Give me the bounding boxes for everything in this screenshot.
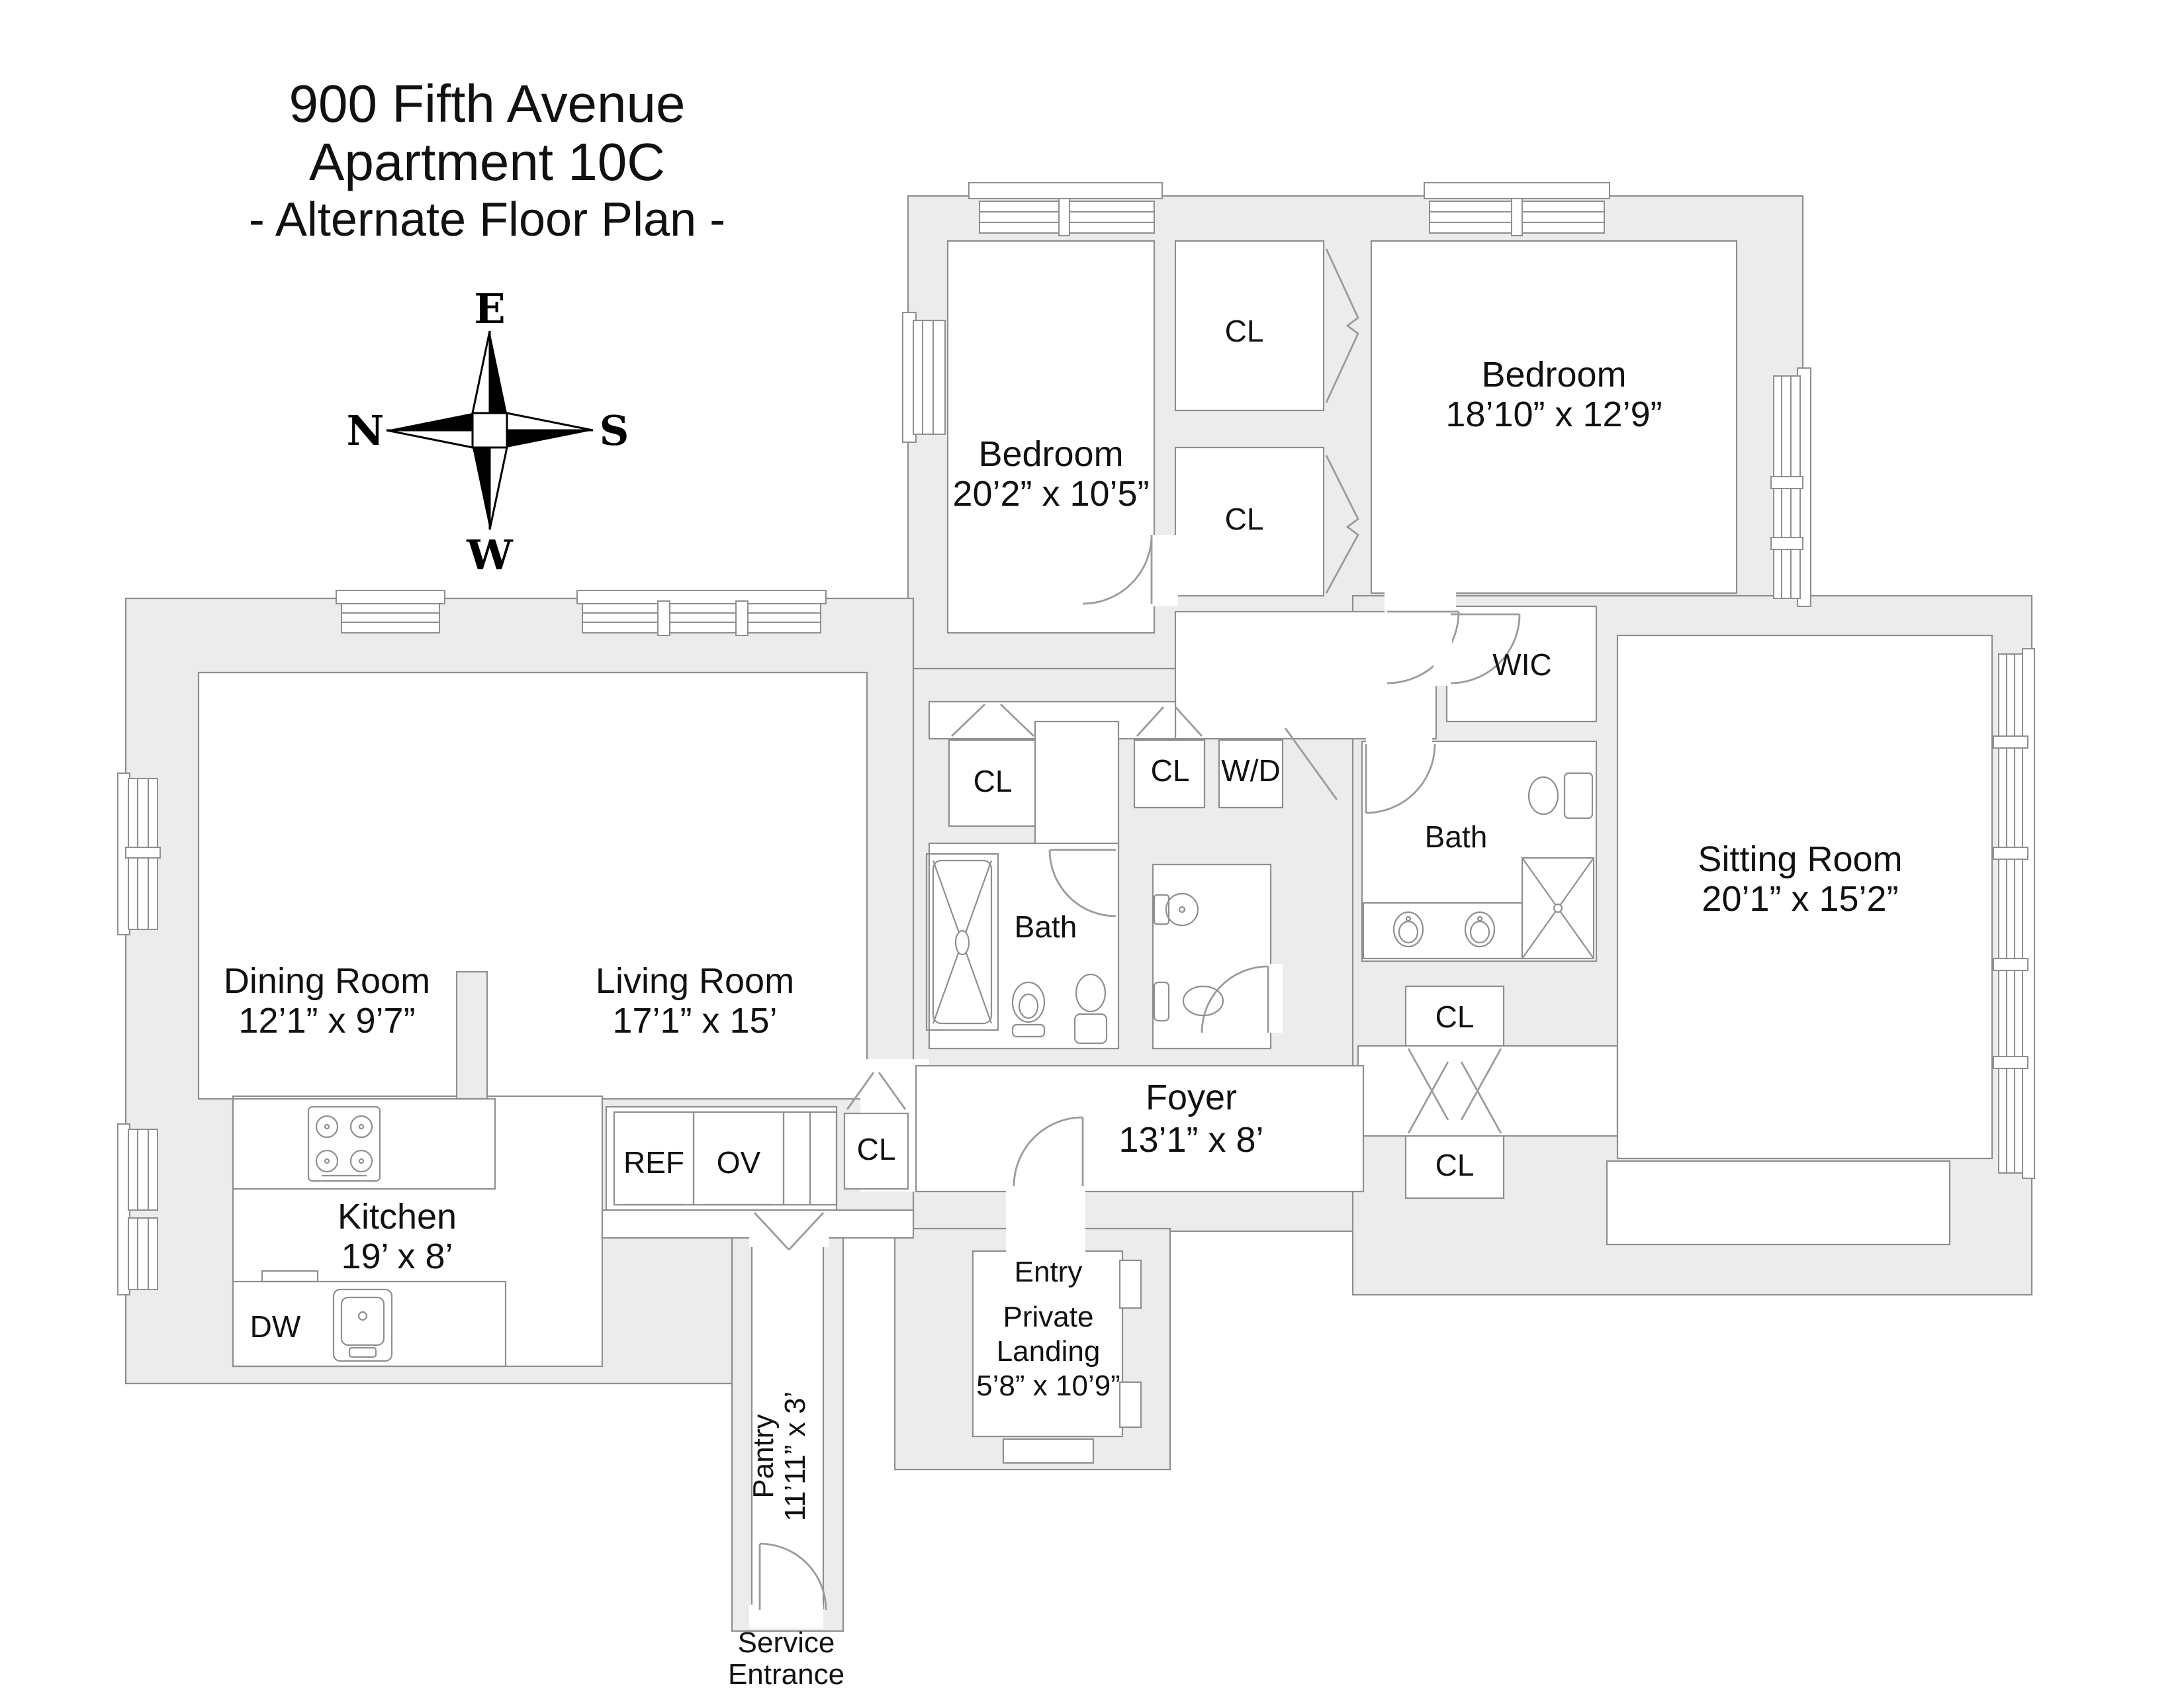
- kitchen-dims: 19’ x 8’: [341, 1237, 453, 1276]
- closet-lower: [1404, 1135, 1505, 1199]
- washer-dryer-closet: [1218, 739, 1284, 809]
- dining-room-dims: 12’1” x 9’7”: [238, 1001, 415, 1041]
- fixtures: [232, 772, 1595, 1368]
- closet-a-label: CL: [1225, 314, 1264, 348]
- compass-north: N: [347, 406, 385, 455]
- hall-closet-left: [948, 739, 1036, 827]
- hall-closet-right-label: CL: [1151, 753, 1190, 788]
- plan-title-line2: Apartment 10C: [309, 132, 665, 191]
- shower: [1521, 857, 1595, 960]
- sitting-room-label: Sitting Room: [1698, 839, 1902, 879]
- foyer-label: Foyer: [1146, 1078, 1237, 1117]
- closet-upper: [1404, 985, 1505, 1047]
- double-vanity: [1362, 902, 1524, 960]
- compass-west: W: [466, 531, 514, 579]
- service-entrance-label-2: Entrance: [728, 1658, 844, 1688]
- toilet: [1153, 981, 1224, 1022]
- appliance-nook: [605, 1105, 838, 1211]
- stove: [307, 1105, 381, 1182]
- bedroom2-label: Bedroom: [1481, 355, 1626, 395]
- room-sitting: [1616, 634, 1993, 1160]
- sink: [1153, 892, 1199, 927]
- kitchen-counter-top: [232, 1098, 496, 1190]
- bedroom1-label: Bedroom: [978, 434, 1123, 474]
- room-bedroom-1: [946, 240, 1156, 634]
- landing-label-1: Private: [1003, 1301, 1094, 1333]
- living-room-dims: 17’1” x 15’: [612, 1001, 777, 1041]
- washer-dryer-label: W/D: [1221, 753, 1280, 788]
- pantry-dims: 11’11” x 3’: [779, 1391, 811, 1521]
- passage: [1357, 1045, 1619, 1137]
- room-wic: [1445, 605, 1598, 723]
- column: [455, 970, 488, 1100]
- landing-dims: 5’8” x 10’9”: [976, 1370, 1120, 1402]
- room-kitchen: [232, 1095, 604, 1368]
- foyer-closet-label: CL: [857, 1132, 896, 1166]
- wic-label: WIC: [1492, 647, 1551, 682]
- kitchen-label: Kitchen: [338, 1197, 457, 1237]
- pantry-label: Pantry: [747, 1414, 780, 1498]
- room-foyer: [915, 1064, 1365, 1193]
- windows: [117, 182, 2035, 1295]
- foyer-closet: [843, 1112, 909, 1190]
- service-entrance-label-1: Service: [738, 1626, 835, 1659]
- sink: [1073, 973, 1108, 1045]
- plan-title-line3: - Alternate Floor Plan -: [249, 193, 725, 246]
- room-interiors: [197, 240, 1993, 1610]
- appliances: [613, 1111, 838, 1206]
- room-pantry: [751, 1243, 825, 1610]
- bedroom2-dims: 18’10” x 12’9”: [1445, 395, 1662, 434]
- entry-label: Entry: [1015, 1256, 1083, 1288]
- sitting-bay-inset: [1606, 1160, 1951, 1246]
- master-bath-label: Bath: [1425, 820, 1488, 854]
- dining-room-label: Dining Room: [224, 961, 430, 1001]
- dishwasher-label: DW: [250, 1309, 301, 1344]
- living-room-label: Living Room: [596, 961, 794, 1001]
- counter-shelf: [261, 1270, 319, 1283]
- closet-a: [1174, 240, 1325, 412]
- foyer-dims: 13’1” x 8’: [1118, 1120, 1263, 1160]
- plan-title-line1: 900 Fifth Avenue: [289, 74, 686, 133]
- landing-opening-1: [1118, 1259, 1142, 1309]
- kitchen-sink: [332, 1288, 393, 1362]
- room-bedroom-2: [1370, 240, 1738, 594]
- toilet: [1527, 772, 1594, 820]
- room-living-dining: [197, 671, 868, 1100]
- landing-opening-2: [1118, 1381, 1142, 1429]
- hall-closet-right: [1133, 739, 1206, 809]
- closet-b-label: CL: [1225, 502, 1264, 536]
- toilet: [1011, 981, 1046, 1038]
- compass-rose: E N S W: [347, 285, 629, 579]
- oven-label: OV: [717, 1145, 761, 1180]
- landing-bottom-inset: [1002, 1438, 1095, 1464]
- compass-east: E: [474, 285, 505, 333]
- sitting-room-dims: 20’1” x 15’2”: [1702, 879, 1898, 919]
- bedroom1-dims: 20’2” x 10’5”: [952, 474, 1149, 514]
- hall-bath-label: Bath: [1015, 910, 1077, 944]
- room-landing: [972, 1250, 1124, 1438]
- upper-closet-label: CL: [1435, 1000, 1475, 1034]
- labels: 900 Fifth Avenue Apartment 10C - Alterna…: [224, 74, 1903, 1688]
- bathtub: [925, 853, 999, 1031]
- kitchen-counter-bottom: [232, 1280, 507, 1368]
- closet-b: [1174, 446, 1325, 597]
- landing-label-2: Landing: [997, 1335, 1101, 1368]
- lower-closet-label: CL: [1435, 1148, 1475, 1182]
- hall-closet-left-label: CL: [974, 764, 1013, 798]
- bath-vestibule: [1034, 720, 1120, 849]
- hallway: [1174, 610, 1437, 740]
- doors: [749, 248, 1521, 1628]
- room-small-bath: [1152, 863, 1272, 1050]
- compass-south: S: [600, 406, 629, 455]
- refrigerator-label: REF: [623, 1145, 684, 1180]
